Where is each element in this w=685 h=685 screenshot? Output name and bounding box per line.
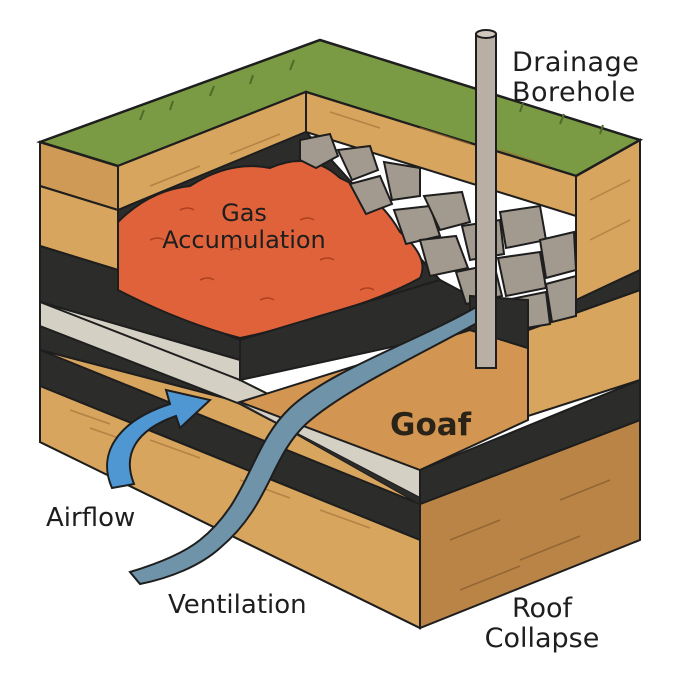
drainage-borehole-pipe [475,29,497,369]
airflow-arrow [106,388,213,490]
gas-accumulation-label-line2: Accumulation [162,225,326,254]
gas-accumulation-label-line1: Gas [221,199,267,227]
ventilation-label: Ventilation [168,590,307,620]
drainage-borehole-label: Drainage Borehole [512,47,640,109]
roof-collapse-label-line1: Roof [511,593,573,624]
right-face-strata [419,138,641,630]
goaf-label: Goaf [390,407,472,443]
airflow-label: Airflow [46,503,136,533]
drainage-borehole-label-line1: Drainage [512,47,640,78]
roof-collapse-label: Roof Collapse [478,593,606,655]
drainage-borehole-label-line2: Borehole [512,77,636,109]
gas-accumulation-label: Gas Accumulation [146,200,342,254]
roof-collapse-label-line2: Collapse [484,623,600,655]
gas-accumulation-zone [117,130,471,382]
ventilation-airway [128,304,488,586]
